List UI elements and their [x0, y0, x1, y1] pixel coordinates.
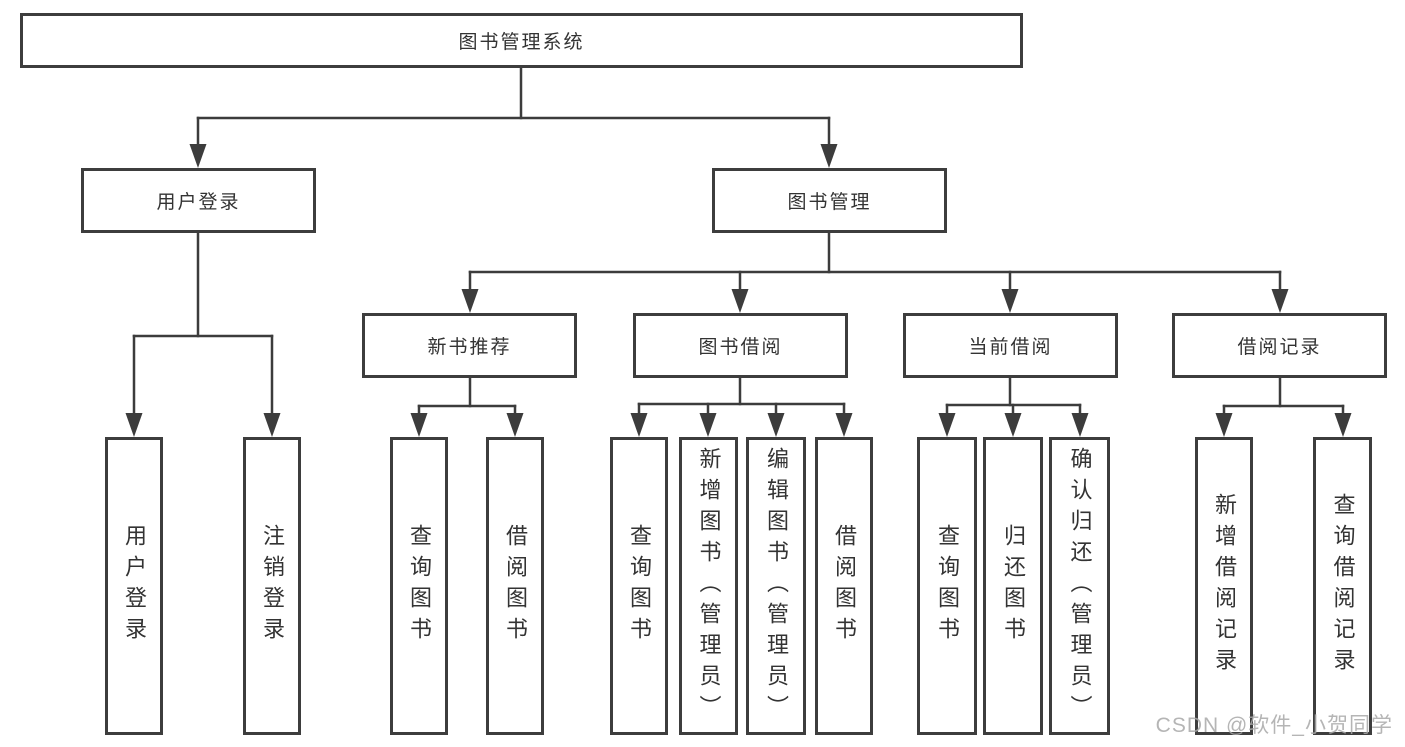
connector-book-borrow [630, 376, 853, 437]
node-label: 用户登录 [122, 524, 147, 648]
node-label: 查询图书 [407, 524, 432, 648]
node-label: 图书借阅 [698, 337, 783, 358]
leaf-user-login: 用户登录 [105, 437, 163, 735]
node-book-borrow: 图书借阅 [633, 313, 848, 378]
node-new-book-recommend: 新书推荐 [362, 313, 577, 378]
connector-borrow-records [1215, 376, 1352, 437]
node-library-management-system: 图书管理系统 [20, 13, 1023, 68]
node-user-login: 用户登录 [81, 168, 316, 233]
leaf-logout: 注销登录 [243, 437, 301, 735]
connector-current-borrow [938, 376, 1089, 437]
node-current-borrow: 当前借阅 [903, 313, 1118, 378]
node-borrow-records: 借阅记录 [1172, 313, 1387, 378]
leaf-records-query-borrow-record: 查询借阅记录 [1313, 437, 1372, 735]
node-label: 新增图书（管理员） [696, 446, 722, 726]
leaf-borrow-add-books-admin: 新增图书（管理员） [679, 437, 738, 735]
node-label: 新增借阅记录 [1212, 493, 1237, 679]
leaf-recommend-borrow-books: 借阅图书 [486, 437, 544, 735]
leaf-current-confirm-return-admin: 确认归还（管理员） [1049, 437, 1110, 735]
node-label: 借阅图书 [503, 524, 528, 648]
leaf-recommend-query-books: 查询图书 [390, 437, 448, 735]
node-label: 图书管理系统 [458, 32, 585, 53]
node-label: 借阅记录 [1237, 337, 1322, 358]
connector-book-management [461, 231, 1289, 313]
node-label: 图书管理 [787, 192, 872, 213]
connector-user-login [125, 231, 281, 437]
csdn-watermark: CSDN @软件_小贺同学 [1155, 714, 1393, 737]
leaf-records-add-borrow-record: 新增借阅记录 [1195, 437, 1253, 735]
leaf-borrow-query-books: 查询图书 [610, 437, 668, 735]
node-label: 新书推荐 [427, 337, 512, 358]
node-label: 归还图书 [1001, 524, 1026, 648]
leaf-current-query-books: 查询图书 [917, 437, 977, 735]
connector-root-to-level2 [189, 66, 838, 168]
leaf-borrow-borrow-books: 借阅图书 [815, 437, 873, 735]
node-label: 查询图书 [627, 524, 652, 648]
connector-new-book-recommend [410, 376, 524, 437]
leaf-borrow-edit-books-admin: 编辑图书（管理员） [746, 437, 806, 735]
node-label: 编辑图书（管理员） [764, 446, 789, 726]
node-label: 查询借阅记录 [1330, 493, 1356, 679]
leaf-current-return-books: 归还图书 [983, 437, 1043, 735]
node-label: 借阅图书 [832, 524, 857, 648]
node-book-management: 图书管理 [712, 168, 947, 233]
node-label: 查询图书 [935, 524, 960, 648]
node-label: 注销登录 [260, 524, 285, 648]
node-label: 用户登录 [156, 192, 241, 213]
node-label: 确认归还（管理员） [1067, 446, 1093, 726]
node-label: 当前借阅 [968, 337, 1053, 358]
